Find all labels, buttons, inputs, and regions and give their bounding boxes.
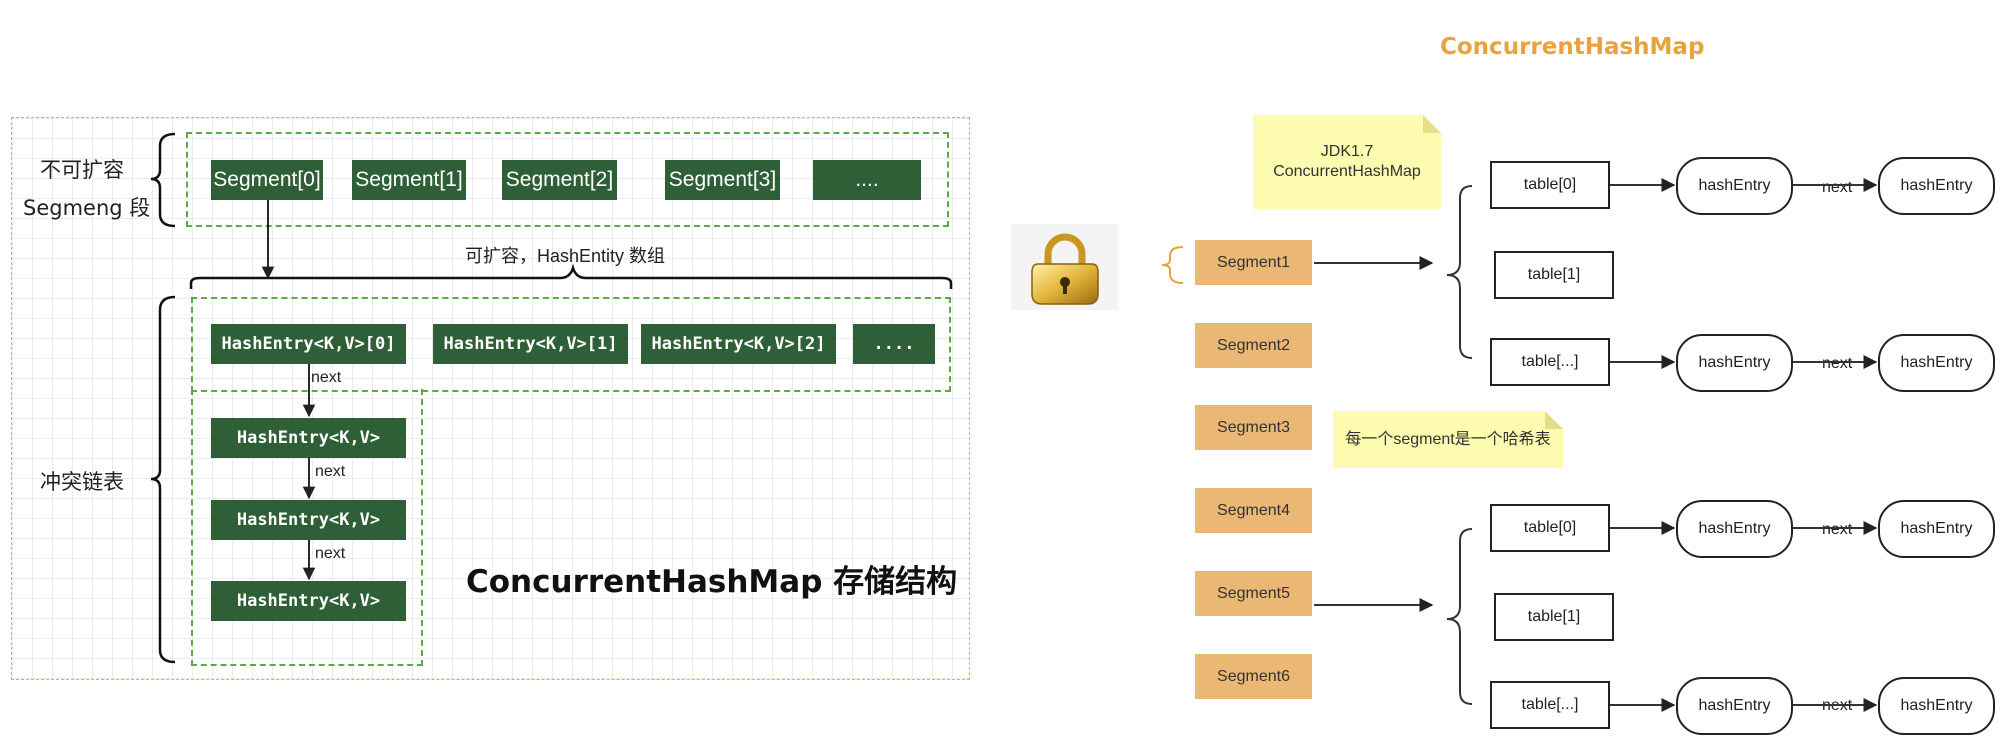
lower-table-1: table[1] [1494, 593, 1614, 641]
segment-5: Segment5 [1195, 571, 1312, 616]
upper-table-more: table[...] [1490, 338, 1610, 386]
segment-2: Segment2 [1195, 323, 1312, 368]
lower-hashentry-2a: hashEntry [1676, 677, 1793, 735]
upper-table-1: table[1] [1494, 251, 1614, 299]
segment-box-3: Segment[3] [665, 160, 780, 200]
diagram-title: ConcurrentHashMap 存储结构 [466, 564, 958, 600]
segment-6: Segment6 [1195, 654, 1312, 699]
row-label-non-expandable: 不可扩容 [40, 158, 124, 182]
chain-entry-2: HashEntry<K,V> [211, 500, 406, 540]
note-jdk17-line2: ConcurrentHashMap [1273, 163, 1421, 180]
entry-row-frame [191, 297, 951, 392]
entry-box-0: HashEntry<K,V>[0] [211, 324, 406, 364]
note-segment-hashtable: 每一个segment是一个哈希表 [1333, 411, 1563, 468]
segment-3: Segment3 [1195, 405, 1312, 450]
upper-hashentry-2a: hashEntry [1676, 334, 1793, 392]
next-label-1: next [311, 369, 342, 386]
upper-hashentry-2b: hashEntry [1878, 334, 1995, 392]
upper-hashentry-0a: hashEntry [1676, 157, 1793, 215]
next-label-2: next [315, 463, 346, 480]
segment-1: Segment1 [1195, 240, 1312, 285]
lower-table-more: table[...] [1490, 681, 1610, 729]
entry-box-1: HashEntry<K,V>[1] [433, 324, 628, 364]
upper-next-label-2: next [1822, 355, 1853, 373]
next-label-3: next [315, 545, 346, 562]
lower-table-0: table[0] [1490, 504, 1610, 552]
segment-box-0: Segment[0] [211, 160, 323, 200]
upper-brace [1446, 185, 1473, 359]
segment-4: Segment4 [1195, 488, 1312, 533]
segment-box-more: .... [813, 160, 921, 200]
array-label: 可扩容，HashEntity 数组 [465, 246, 666, 266]
segment-row-frame [186, 132, 949, 227]
chain-entry-3: HashEntry<K,V> [211, 581, 406, 621]
upper-next-label-0: next [1822, 179, 1853, 197]
chain-frame [191, 389, 423, 666]
lock-icon-graphic [1031, 233, 1099, 305]
entry-box-more: .... [853, 324, 935, 364]
lower-brace [1446, 528, 1473, 705]
lock-icon [1011, 224, 1118, 310]
row-label-collision-chain: 冲突链表 [40, 470, 124, 494]
entry-box-2: HashEntry<K,V>[2] [641, 324, 836, 364]
lower-next-label-2: next [1822, 697, 1853, 715]
lower-next-label-0: next [1822, 521, 1853, 539]
upper-table-0: table[0] [1490, 161, 1610, 209]
lock-brace [1161, 246, 1184, 284]
note-jdk17: JDK1.7 ConcurrentHashMap [1253, 115, 1441, 209]
lower-hashentry-2b: hashEntry [1878, 677, 1995, 735]
note-jdk17-line1: JDK1.7 [1320, 143, 1374, 160]
chain-entry-1: HashEntry<K,V> [211, 418, 406, 458]
right-title: ConcurrentHashMap [1440, 34, 1705, 60]
lower-hashentry-0b: hashEntry [1878, 500, 1995, 558]
lower-hashentry-0a: hashEntry [1676, 500, 1793, 558]
segment-box-1: Segment[1] [352, 160, 466, 200]
segment-box-2: Segment[2] [502, 160, 617, 200]
upper-hashentry-0b: hashEntry [1878, 157, 1995, 215]
row-label-segment: Segmeng 段 [23, 196, 151, 220]
